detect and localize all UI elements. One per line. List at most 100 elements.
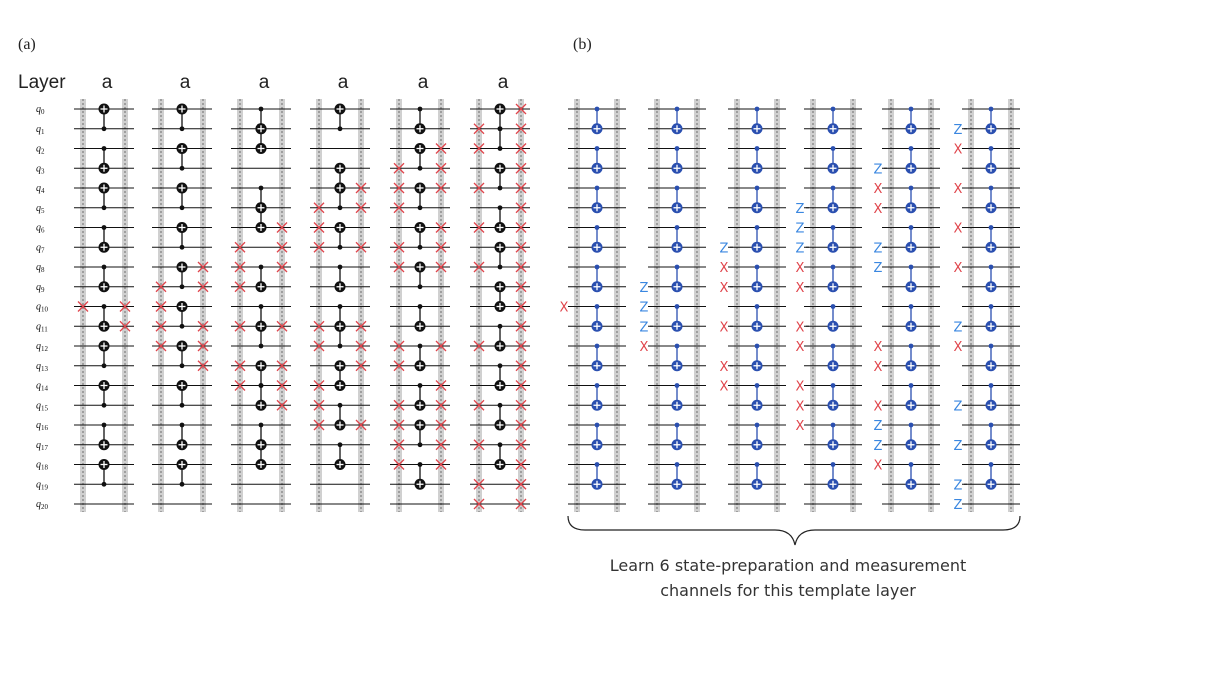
cnot-control-dot xyxy=(417,284,423,290)
x-mark-icon xyxy=(393,202,405,214)
cnot-control-dot xyxy=(258,304,264,309)
x-mark-icon xyxy=(515,301,527,312)
z-operator-label: Z xyxy=(874,261,883,276)
x-mark-icon xyxy=(515,478,527,490)
x-mark-icon xyxy=(313,320,325,332)
cnot-control-dot xyxy=(101,481,107,487)
panel-a-label: (a) xyxy=(18,36,36,53)
x-mark-icon xyxy=(393,439,405,451)
cnot-control-dot xyxy=(417,205,423,211)
x-operator-label: X xyxy=(720,320,729,335)
z-operator-label: Z xyxy=(954,123,963,138)
x-mark-icon xyxy=(119,320,131,332)
x-mark-icon xyxy=(515,123,527,135)
qubit-label: q14 xyxy=(36,381,49,393)
barrier xyxy=(80,99,86,512)
cnot-control-dot xyxy=(754,225,760,230)
qubit-label-index: 12 xyxy=(41,345,49,353)
barrier xyxy=(438,99,444,512)
cnot-control-dot xyxy=(337,442,343,448)
x-mark-icon xyxy=(276,241,288,253)
x-mark-icon xyxy=(435,380,447,391)
cnot-control-dot xyxy=(674,422,680,428)
x-mark-icon xyxy=(77,301,89,312)
qubit-label-index: 11 xyxy=(41,325,48,333)
qubit-label-index: 18 xyxy=(41,464,49,472)
x-mark-icon xyxy=(515,281,527,293)
barrier xyxy=(734,99,740,512)
qubit-label-index: 10 xyxy=(41,306,49,314)
x-mark-icon xyxy=(197,340,209,352)
cnot-control-dot xyxy=(417,165,423,171)
cnot-control-dot xyxy=(988,422,994,428)
cnot-control-dot xyxy=(497,126,503,132)
cnot-control-dot xyxy=(417,383,423,388)
cnot-control-dot xyxy=(908,225,914,230)
cnot-control-dot xyxy=(830,383,836,388)
cnot-control-dot xyxy=(594,304,600,309)
x-mark-icon xyxy=(435,241,447,253)
x-mark-icon xyxy=(234,360,246,372)
cnot-control-dot xyxy=(674,106,680,112)
cnot-control-dot xyxy=(497,264,503,270)
cnot-control-dot xyxy=(337,126,343,132)
x-operator-label: X xyxy=(874,182,883,197)
cnot-control-dot xyxy=(754,185,760,191)
x-mark-icon xyxy=(393,360,405,372)
cnot-control-dot xyxy=(417,304,423,309)
cnot-control-dot xyxy=(101,402,107,408)
x-operator-label: X xyxy=(954,222,963,237)
panel-a-column xyxy=(231,99,291,512)
x-operator-label: X xyxy=(796,419,805,434)
cnot-control-dot xyxy=(988,264,994,270)
cnot-control-dot xyxy=(179,363,185,369)
panel-a-column xyxy=(74,99,134,512)
cnot-control-dot xyxy=(754,106,760,112)
x-mark-icon xyxy=(393,419,405,431)
x-mark-icon xyxy=(234,281,246,293)
x-mark-icon xyxy=(435,439,447,451)
cnot-control-dot xyxy=(754,343,760,349)
qubit-labels: q0q1q2q3q4q5q6q7q8q9q10q11q12q13q14q15q1… xyxy=(36,104,49,511)
x-mark-icon xyxy=(473,182,485,194)
qubit-label-index: 4 xyxy=(41,187,45,195)
cnot-control-dot xyxy=(337,264,343,270)
barrier xyxy=(774,99,780,512)
barrier xyxy=(237,99,243,512)
x-mark-icon xyxy=(197,261,209,273)
barrier xyxy=(396,99,402,512)
x-mark-icon xyxy=(515,182,527,194)
x-mark-icon xyxy=(435,419,447,431)
qubit-label-index: 8 xyxy=(41,266,45,274)
panel-b-circuits: XZZZXZXXXXXZZZXXXXXXXZXXZZXXXZZXZXXXXZXZ… xyxy=(560,99,1020,513)
barrier xyxy=(694,99,700,512)
cnot-control-dot xyxy=(674,185,680,191)
x-mark-icon xyxy=(197,320,209,332)
cnot-control-dot xyxy=(594,146,600,151)
x-operator-label: X xyxy=(874,360,883,375)
x-operator-label: X xyxy=(720,261,729,276)
cnot-control-dot xyxy=(830,264,836,270)
cnot-control-dot xyxy=(179,422,185,428)
barrier xyxy=(518,99,524,512)
panel-b-label: (b) xyxy=(573,36,592,53)
cnot-control-dot xyxy=(674,304,680,309)
cnot-control-dot xyxy=(830,106,836,112)
cnot-control-dot xyxy=(830,225,836,230)
cnot-control-dot xyxy=(830,146,836,151)
x-operator-label: X xyxy=(720,281,729,296)
cnot-control-dot xyxy=(179,126,185,132)
caption-line-2: channels for this template layer xyxy=(660,581,916,600)
x-mark-icon xyxy=(234,261,246,273)
x-mark-icon xyxy=(313,340,325,352)
x-mark-icon xyxy=(515,399,527,411)
barrier xyxy=(888,99,894,512)
cnot-control-dot xyxy=(674,343,680,349)
x-mark-icon xyxy=(435,340,447,352)
cnot-control-dot xyxy=(674,225,680,230)
x-mark-icon xyxy=(473,498,485,510)
barrier xyxy=(574,99,580,512)
z-operator-label: Z xyxy=(954,320,963,335)
